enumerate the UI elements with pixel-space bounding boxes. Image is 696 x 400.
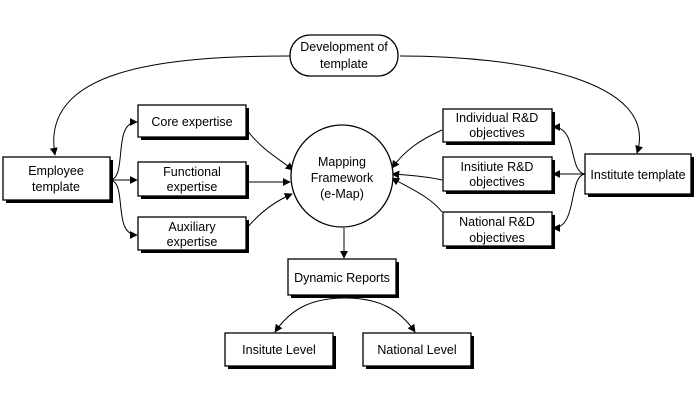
individual-label-2: objectives xyxy=(469,126,525,140)
individual-label-1: Individual R&D xyxy=(456,111,539,125)
node-institute-template: Institute template xyxy=(584,153,694,197)
edge-employee-to-auxiliary xyxy=(109,179,138,239)
edge-reports-to-insitute-level xyxy=(274,297,346,333)
national-obj-label-2: objectives xyxy=(469,231,525,245)
mapping-label-1: Mapping xyxy=(318,155,366,169)
svg-text:Institute template: Institute template xyxy=(590,168,685,182)
insitiute-obj-label-2: objectives xyxy=(469,175,525,189)
institute-template-label: Institute template xyxy=(590,168,685,182)
node-insitute-level: Insitute Level xyxy=(224,332,336,369)
svg-text:Dynamic Reports: Dynamic Reports xyxy=(294,271,390,285)
svg-text:Core expertise: Core expertise xyxy=(151,115,232,129)
national-obj-label-1: National R&D xyxy=(459,215,535,229)
edge-development-to-employee xyxy=(49,55,291,156)
node-development-of-template: Development of template xyxy=(289,34,399,77)
dynamic-reports-label: Dynamic Reports xyxy=(294,271,390,285)
functional-label-1: Functional xyxy=(163,165,221,179)
edge-employee-to-core xyxy=(109,118,138,181)
node-national-objectives: National R&D objectives xyxy=(442,211,555,249)
edge-auxiliary-to-mapping xyxy=(246,193,293,229)
node-core-expertise: Core expertise xyxy=(137,104,249,140)
functional-label-2: expertise xyxy=(167,180,218,194)
edge-development-to-institute xyxy=(399,55,643,154)
development-label-2: template xyxy=(320,57,368,71)
edge-insitiute-to-mapping xyxy=(391,170,443,181)
edge-core-to-mapping xyxy=(246,129,294,171)
mapping-label-3: (e-Map) xyxy=(320,187,364,201)
svg-text:National Level: National Level xyxy=(377,343,456,357)
development-label-1: Development of xyxy=(300,40,388,54)
insitute-level-label: Insitute Level xyxy=(242,343,316,357)
edge-national-to-mapping xyxy=(391,177,443,213)
svg-text:Insitute Level: Insitute Level xyxy=(242,343,316,357)
edge-institute-to-individual xyxy=(552,123,586,175)
edge-reports-to-national-level xyxy=(344,297,416,333)
national-level-label: National Level xyxy=(377,343,456,357)
node-employee-template: Employee template xyxy=(2,156,113,203)
insitiute-obj-label-1: Insitiute R&D xyxy=(461,160,534,174)
mapping-label-2: Framework xyxy=(311,171,374,185)
edge-individual-to-mapping xyxy=(391,129,443,169)
node-dynamic-reports: Dynamic Reports xyxy=(287,258,399,298)
connectors xyxy=(49,55,643,333)
auxiliary-label-2: expertise xyxy=(167,235,218,249)
node-national-level: National Level xyxy=(362,332,474,369)
auxiliary-label-1: Auxiliary xyxy=(168,220,216,234)
core-expertise-label: Core expertise xyxy=(151,115,232,129)
employee-label-1: Employee xyxy=(28,164,84,178)
employee-label-2: template xyxy=(32,180,80,194)
edge-institute-to-national xyxy=(552,173,586,232)
